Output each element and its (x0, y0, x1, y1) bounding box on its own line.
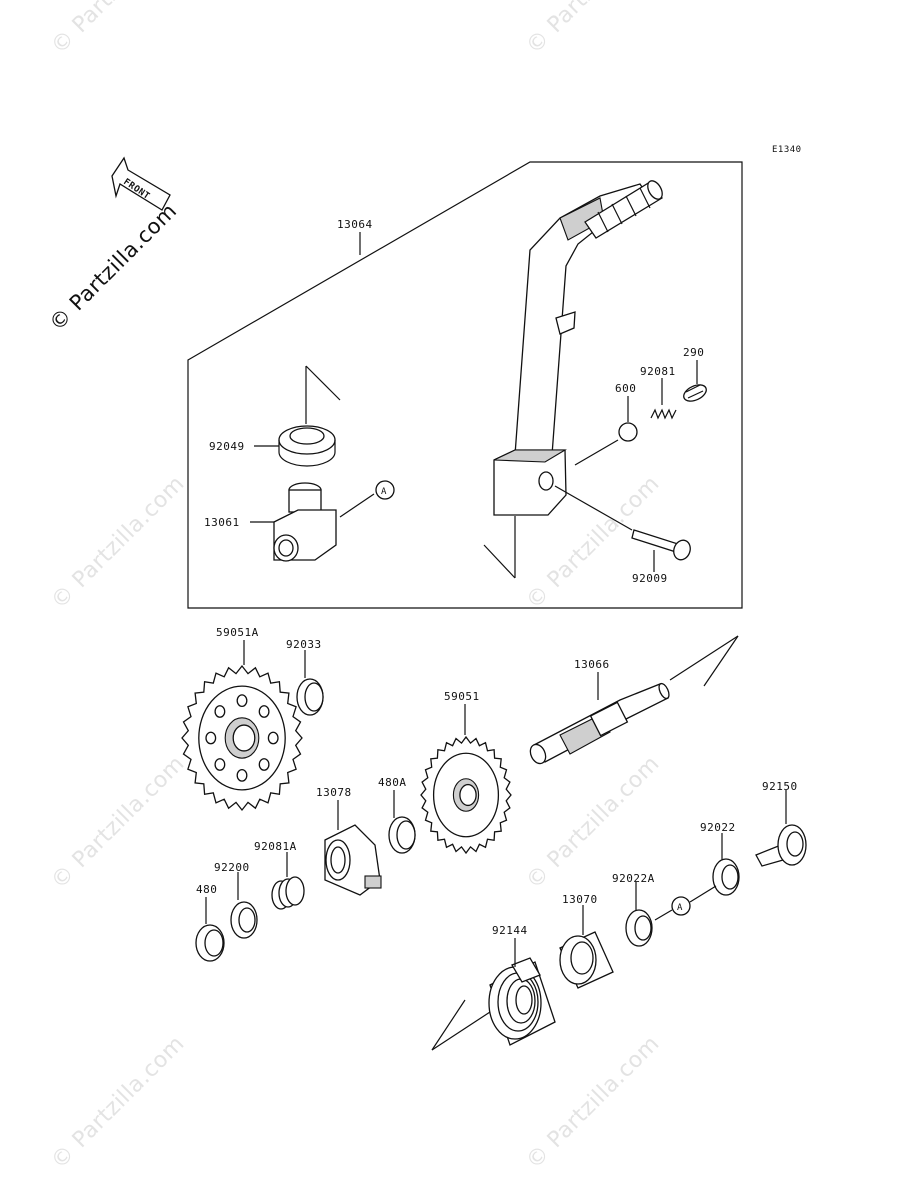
part-label-13061: 13061 (204, 516, 240, 529)
part-13070-collar (559, 931, 614, 989)
watermark-tile: © Partzilla.com (522, 1031, 665, 1174)
callout-marker-a-label: A (381, 487, 387, 497)
watermark-tile: © Partzilla.com (47, 0, 190, 59)
part-92200-washer (230, 901, 258, 939)
watermark-tile: © Partzilla.com (522, 0, 665, 59)
part-label-59051A: 59051A (216, 626, 259, 639)
watermark-tile: © Partzilla.com (47, 1031, 190, 1174)
part-label-13066: 13066 (574, 658, 610, 671)
part-13061-housing (273, 482, 337, 562)
part-label-600: 600 (615, 382, 636, 395)
part-label-290: 290 (683, 346, 704, 359)
part-59051-gear (420, 735, 512, 855)
part-92081-spring (650, 408, 677, 420)
part-label-13064: 13064 (337, 218, 373, 231)
part-92081A-spring (271, 876, 305, 910)
diagram-code: E1340 (772, 145, 802, 155)
part-600-ball (618, 422, 638, 442)
part-92022-washer (712, 858, 740, 896)
part-92144-spring (488, 957, 556, 1046)
part-label-59051: 59051 (444, 690, 480, 703)
part-label-480: 480 (196, 883, 217, 896)
part-13078-ratchet (324, 824, 382, 896)
part-label-92022A: 92022A (612, 872, 655, 885)
part-92009-bolt (631, 529, 691, 561)
part-label-13070: 13070 (562, 893, 598, 906)
part-92033-washer (296, 678, 324, 716)
watermark-main: © Partzilla.com (45, 199, 182, 336)
part-480-circlip (195, 924, 225, 962)
pedal-grip (584, 180, 663, 239)
part-label-92200: 92200 (214, 861, 250, 874)
part-480A-circlip (388, 816, 416, 854)
callout-marker-a-label: A (677, 903, 683, 913)
watermark-tile: © Partzilla.com (47, 471, 190, 614)
part-label-13078: 13078 (316, 786, 352, 799)
kick-pedal-lever (493, 180, 663, 516)
part-label-92144: 92144 (492, 924, 528, 937)
part-label-92049: 92049 (209, 440, 245, 453)
part-label-92009: 92009 (632, 572, 668, 585)
part-label-92081A: 92081A (254, 840, 297, 853)
part-92150-bolt (755, 824, 807, 867)
part-label-92033: 92033 (286, 638, 322, 651)
watermark-tile: © Partzilla.com (47, 751, 190, 894)
part-label-92022: 92022 (700, 821, 736, 834)
part-label-92081: 92081 (640, 365, 676, 378)
callout-marker-a (671, 896, 691, 916)
front-arrow-icon: FRONT (111, 156, 171, 211)
part-13066-shaft (529, 682, 670, 765)
part-59051A-gear (181, 664, 303, 812)
part-92049-seal (278, 425, 336, 467)
assembly-outline (187, 161, 743, 609)
part-290-plug (683, 384, 707, 402)
part-label-480A: 480A (378, 776, 407, 789)
part-92022A-washer (625, 909, 653, 947)
part-label-92150: 92150 (762, 780, 798, 793)
callout-marker-a (375, 480, 395, 500)
